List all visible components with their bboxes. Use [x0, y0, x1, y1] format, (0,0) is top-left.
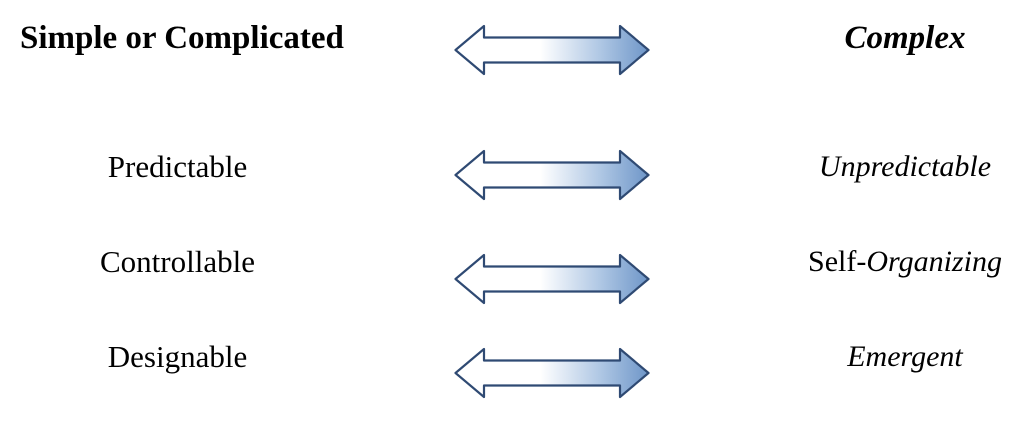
left-term-predictable: Predictable — [107, 149, 248, 184]
left-right-arrow — [454, 24, 650, 76]
left-right-arrow-shape — [454, 24, 650, 76]
left-right-arrow — [454, 253, 650, 305]
left-term-designable: Designable — [107, 339, 248, 374]
right-term-self-prefix: Self- — [808, 245, 867, 278]
right-term-emergent: Emergent — [847, 340, 963, 373]
left-right-arrow — [454, 347, 650, 399]
right-term-self-organizing: Self-Organizing — [795, 240, 1015, 284]
left-right-arrow-shape — [454, 253, 650, 305]
left-term-simple-or-complicated: Simple or Complicated — [20, 20, 344, 56]
right-term-organizing: Organizing — [866, 245, 1002, 278]
right-term-complex: Complex — [844, 20, 966, 56]
left-right-arrow-shape — [454, 347, 650, 399]
right-term-unpredictable: Unpredictable — [818, 150, 992, 183]
left-right-arrow — [454, 149, 650, 201]
left-term-controllable: Controllable — [100, 244, 255, 279]
left-right-arrow-shape — [454, 149, 650, 201]
